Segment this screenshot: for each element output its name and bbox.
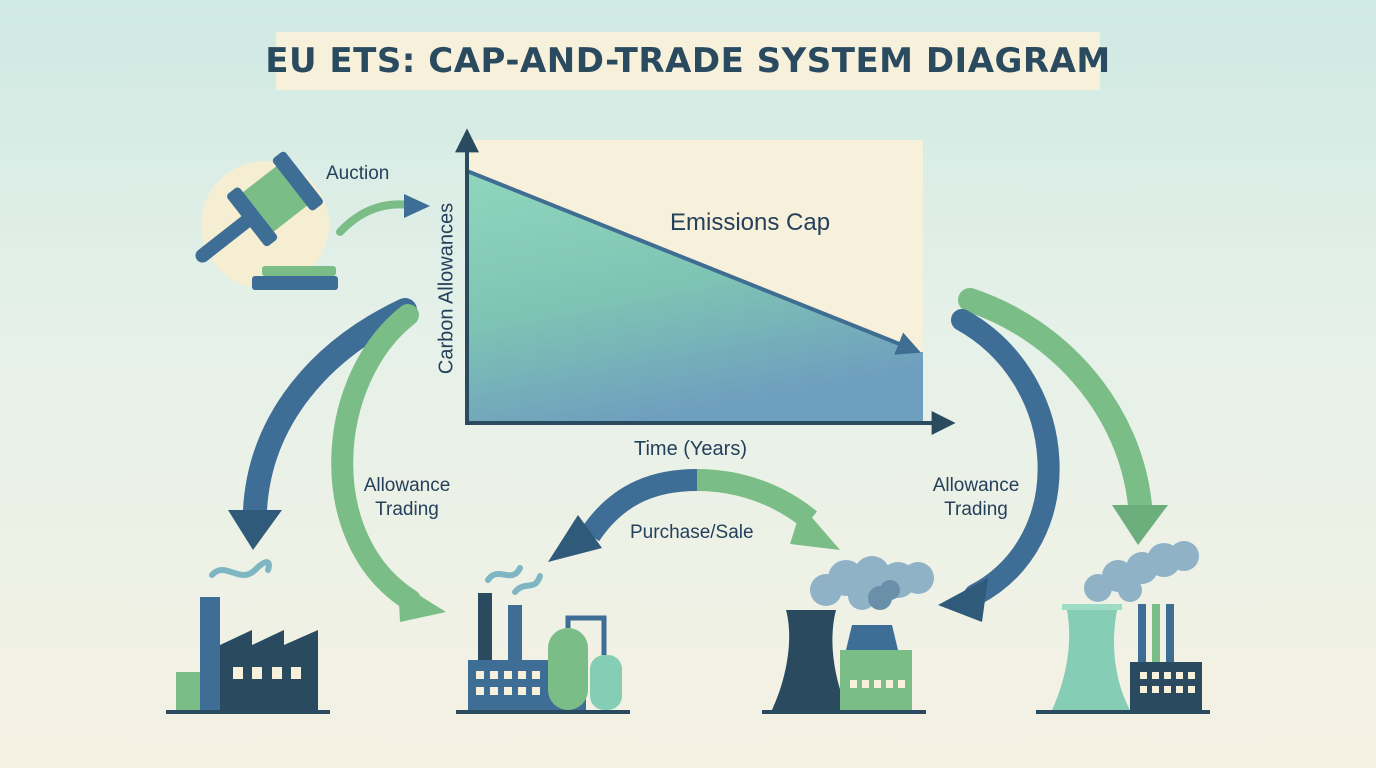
purchase-sale-label: Purchase/Sale [630, 522, 754, 543]
auction-arrow [336, 200, 414, 236]
right-trading-arrow [951, 309, 1060, 606]
cooling-tower-icon [1036, 541, 1210, 714]
cap-area [467, 171, 923, 422]
title-box: EU ETS: CAP-AND-TRADE SYSTEM DIAGRAM [265, 32, 1110, 90]
auction-label: Auction [326, 163, 390, 184]
allowance-trading-right-line2: Trading [944, 499, 1008, 520]
right-distribution-arrow [958, 288, 1152, 517]
diagram-title: EU ETS: CAP-AND-TRADE SYSTEM DIAGRAM [265, 41, 1111, 81]
left-distribution-arrow-head [228, 510, 282, 550]
left-distribution-arrow [243, 298, 417, 522]
auction-arrow-head [404, 194, 430, 218]
y-axis-label: Carbon Allowances [435, 202, 458, 375]
refinery-icon [456, 565, 630, 714]
allowance-trading-right-label: Allowance Trading [926, 474, 1026, 522]
cap-trend-arrow [466, 169, 921, 355]
x-axis-label: Time (Years) [634, 438, 747, 460]
factory-icon [166, 559, 330, 714]
allowance-trading-left-label: Allowance Trading [357, 474, 457, 522]
left-trading-arrow [331, 304, 421, 611]
purchase-arrow-left [580, 469, 698, 542]
emissions-chart [455, 128, 956, 435]
allowance-trading-left-line2: Trading [375, 499, 439, 520]
left-trading-arrow-head [398, 582, 446, 622]
emissions-cap-label: Emissions Cap [670, 209, 831, 236]
allowance-trading-left-line1: Allowance [363, 475, 451, 496]
power-plant-icon [762, 556, 934, 714]
purchase-arrow-head-left [548, 515, 602, 562]
purchase-arrow-head-right [790, 506, 840, 550]
gavel-icon [195, 151, 338, 290]
right-trading-arrow-head [938, 578, 988, 622]
purchase-arrow-right [696, 469, 818, 529]
right-distribution-arrow-head [1112, 505, 1168, 545]
allowance-trading-right-line1: Allowance [932, 475, 1020, 496]
